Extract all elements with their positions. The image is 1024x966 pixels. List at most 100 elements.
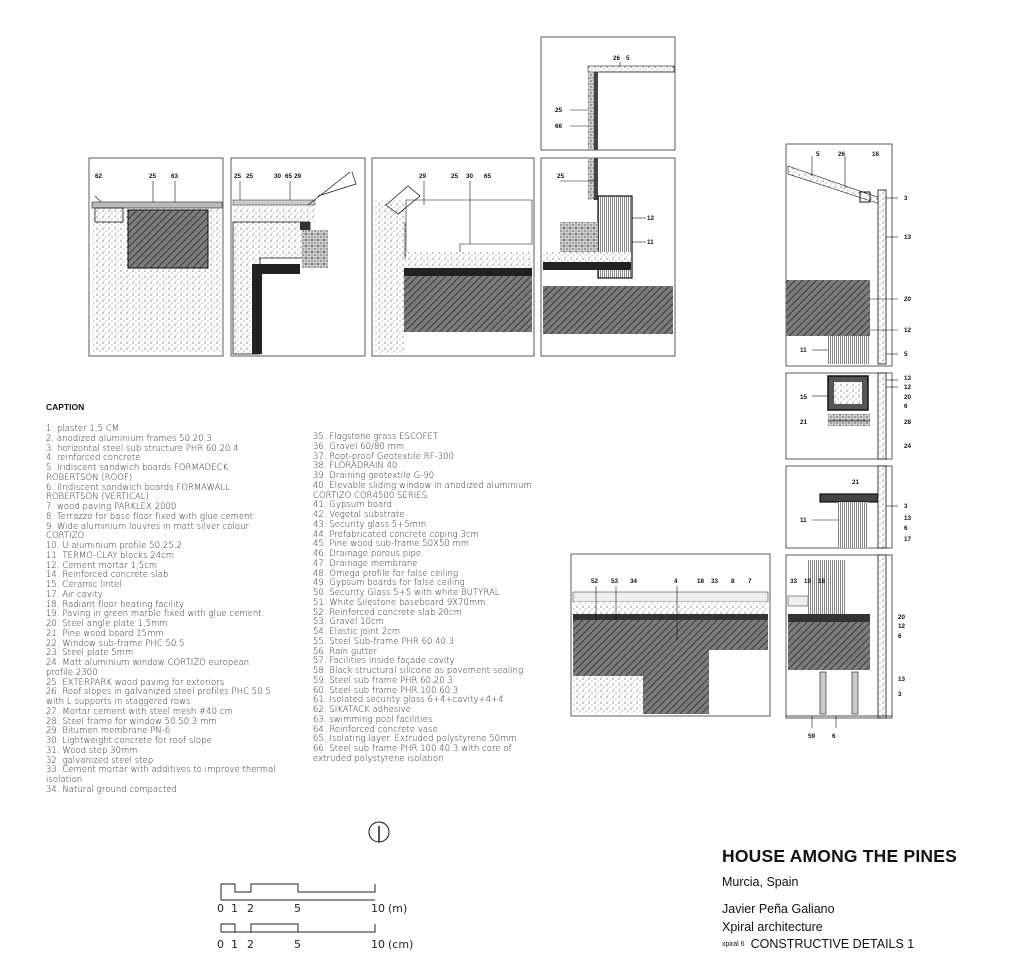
detail-r1-callout: 11	[800, 347, 807, 354]
detail-right-2-lintel: 13 12 15 20 6 21 28 24	[785, 372, 912, 460]
scale-tick: 0	[217, 902, 224, 915]
detail-r3-callout: 21	[852, 479, 860, 486]
detail-r3-callout: 13	[904, 515, 912, 522]
sheet-name: CONSTRUCTIVE DETAILS 1	[750, 937, 915, 951]
scale-tick: 2	[247, 902, 254, 915]
detail-3-callout: 25	[451, 173, 459, 180]
caption-item: 60. Steel sub frame PHR 100.60.3	[313, 684, 459, 695]
detail-r1-callout: 3	[904, 195, 908, 202]
caption-item: 49. Gypsum boards for false ceiling	[313, 577, 465, 588]
caption-item: 64. Reinforced concrete vase	[313, 723, 438, 734]
detail-r2-callout: 21	[800, 419, 808, 426]
caption-item: 27. Mortar cement with steel mesh #40 cm	[46, 705, 233, 716]
caption-item: 15. Ceramic lintel	[46, 579, 122, 589]
caption-item: 57. Facilities inside façade cavity	[313, 655, 455, 666]
caption-item: 34. Natural ground compacted	[46, 783, 178, 794]
caption-item: 42. Vegetal substrate	[313, 509, 405, 519]
caption-item: 14. Reinforced concrete slab	[46, 569, 169, 580]
caption-item: 53. Gravel 10cm	[313, 616, 385, 627]
detail-5-callout: 18	[697, 578, 705, 585]
caption-item: 48. Omega profile for false ceiling	[313, 567, 459, 578]
caption-item: 31. Wood step 30mm	[46, 744, 138, 755]
detail-r4-callout: 20	[898, 614, 906, 621]
detail-5-floor-section: 52 53 34 4 18 33 8 7	[570, 553, 771, 717]
north-arrow-icon	[368, 821, 390, 843]
project-title: HOUSE AMONG THE PINES	[722, 846, 957, 866]
caption-item: 20. Steel angle plate 1,5mm	[46, 618, 168, 628]
detail-2-callout: 65	[285, 173, 293, 180]
scale-tick: 5	[294, 902, 301, 915]
detail-r1-callout: 26	[838, 151, 846, 158]
caption-item: 32. galvanized steel step	[46, 754, 154, 765]
scale-tick: 1	[231, 902, 238, 915]
detail-4-top-parapet: 26 5 25 66	[540, 36, 676, 151]
caption-item: 6. Ilridiscent sandwich boards FORMAWALL…	[46, 481, 233, 502]
detail-right-4-floor-edge: 33 19 18 20 12 6 13 3 59 6	[785, 554, 906, 740]
caption-item: 54. Elastic joint 2cm	[313, 626, 401, 636]
scale-tick: 10	[371, 938, 385, 951]
detail-4-facade-base: 25 12 11	[540, 157, 676, 357]
detail-4-callout: 25	[555, 107, 563, 114]
detail-r4-callout: 13	[898, 676, 906, 683]
caption-item: 61. Isolated security glass 6+4+cavity+4…	[313, 694, 504, 705]
detail-r3-callout: 3	[904, 503, 908, 510]
caption-item: 22. Window sub-frame PHC 50.5	[46, 637, 185, 648]
detail-right-3-window-head: 21 3 11 13 6 17	[785, 465, 912, 549]
scale-tick: 5	[294, 938, 301, 951]
caption-item: 7. wood paving PARKLEX 2000	[46, 501, 177, 511]
detail-r4-callout: 59	[808, 733, 816, 740]
caption-item: 21. Pine wood board 15mm	[46, 627, 164, 638]
detail-r1-callout: 20	[904, 296, 912, 303]
caption-item: 4. reinforced concrete	[46, 452, 141, 463]
detail-3-callout: 30	[466, 173, 474, 180]
scale-unit-cm: (cm)	[388, 938, 413, 951]
detail-r1-callout: 5	[816, 151, 820, 158]
detail-4-callout: 11	[647, 239, 654, 246]
caption-item: 52. Reinforced concrete slab 20cm	[313, 606, 462, 617]
detail-4-callout: 25	[557, 173, 565, 180]
caption-item: 11. TERMO-CLAY blocks 24cm	[46, 549, 175, 560]
detail-r2-callout: 20	[904, 394, 912, 401]
caption-item: 26. Roof slopes in galvanized steel prof…	[46, 686, 274, 706]
detail-r4-callout: 3	[898, 691, 902, 698]
caption-item: 46. Drainage porous pipe.	[313, 548, 425, 558]
caption-item: 66. Steel sub frame PHR 100.40.3 with co…	[313, 743, 515, 763]
detail-5-callout: 53	[611, 578, 619, 585]
scale-tick: 2	[247, 938, 254, 951]
project-location: Murcia, Spain	[722, 875, 799, 889]
caption-title: CAPTION	[46, 402, 85, 412]
detail-4-callout: 26	[613, 55, 621, 62]
scale-tick: 10	[371, 902, 385, 915]
caption-item: 47. Drainage membrane	[313, 557, 418, 568]
caption-item: 19. Paving in green marble fixed with gl…	[46, 608, 265, 619]
caption-item: 40. Elevable sliding window in anodized …	[313, 479, 535, 500]
caption-item: 12. Cement mortar 1,5cm	[46, 559, 158, 570]
detail-r4-callout: 19	[804, 578, 812, 585]
caption-item: 18. Radiant floor heating facility	[46, 598, 184, 609]
caption-item: 2. anodized aluminium frames 50.20.3	[46, 432, 212, 443]
caption-item: 51. White Silestone baseboard 9X70mm	[313, 596, 486, 607]
detail-r3-callout: 17	[904, 536, 912, 543]
detail-5-callout: 34	[630, 578, 638, 585]
caption-item: 59. Steel sub frame PHR 60.20.3	[313, 674, 453, 685]
caption-item: 3. horizontal steel sub structure PHR 60…	[46, 442, 239, 453]
detail-r3-callout: 11	[800, 517, 807, 524]
caption-item: 30. Lightweight concrete for roof slope	[46, 735, 212, 745]
detail-r4-callout: 18	[818, 578, 826, 585]
caption-item: 37. Root-proof Geotextile RF-300	[313, 450, 455, 461]
detail-r3-callout: 6	[904, 525, 908, 532]
caption-item: 35. Flagstone grass ESCOFET	[313, 431, 439, 441]
detail-2-callout: 29	[294, 173, 302, 180]
caption-item: 9. Wide aluminium louvres in matt silver…	[46, 520, 252, 541]
caption-item: 56. Rain gutter	[313, 645, 378, 656]
caption-item: 63. swimming pool facilities	[313, 713, 433, 724]
scale-unit-m: (m)	[388, 902, 407, 915]
detail-right-1-roof-eave: 5 26 16 3 13 20 12 11 5	[785, 143, 912, 367]
caption-item: 5. Iridiscent sandwich boards FORMADECK …	[46, 462, 231, 482]
detail-5-callout: 33	[711, 578, 719, 585]
detail-r1-callout: 12	[904, 327, 912, 334]
detail-2-callout: 25	[246, 173, 254, 180]
scale-tick: 1	[231, 938, 238, 951]
